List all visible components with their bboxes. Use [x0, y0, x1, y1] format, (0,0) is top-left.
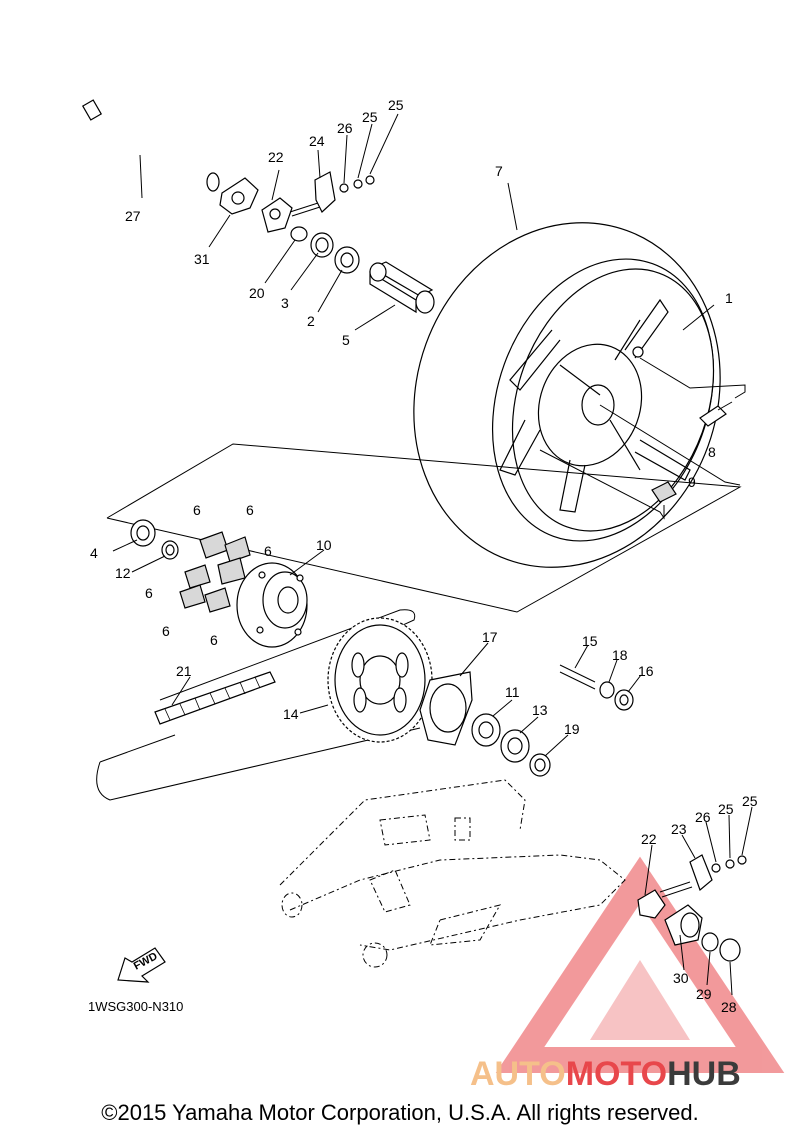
- swingarm: [279, 779, 626, 968]
- callout-25a: 25: [362, 109, 378, 125]
- callout-22a: 22: [268, 149, 284, 165]
- callout-20: 20: [249, 285, 265, 301]
- fwd-arrow-icon: FWD: [117, 947, 166, 983]
- right-adjuster-group: [637, 854, 747, 962]
- callout-11: 11: [505, 684, 520, 700]
- callout-29: 29: [696, 986, 712, 1002]
- sprocket-bolt-set: [559, 664, 634, 711]
- right-bearings: [471, 713, 551, 777]
- callout-6c: 6: [264, 543, 272, 559]
- callout-6d: 6: [145, 585, 153, 601]
- rear-wheel: [413, 222, 721, 568]
- callout-14: 14: [283, 706, 299, 722]
- svg-text:AUTOMOTOHUB: AUTOMOTOHUB: [470, 1055, 741, 1093]
- callout-13: 13: [532, 702, 548, 718]
- callout-17: 17: [482, 629, 498, 645]
- hub-bearing: [130, 519, 179, 560]
- watermark-part-hub: HUB: [667, 1055, 741, 1093]
- left-adjuster-group: [219, 171, 375, 274]
- callout-8: 8: [708, 444, 716, 460]
- drive-chain: [96, 609, 421, 801]
- callout-6a: 6: [193, 502, 201, 518]
- callout-4: 4: [90, 545, 98, 561]
- sprocket-guard-plate: [419, 671, 473, 746]
- callout-2: 2: [307, 313, 315, 329]
- callout-31: 31: [194, 251, 210, 267]
- callout-9: 9: [688, 474, 696, 490]
- callout-labels: 1 2 3 4 5 6 6 6 6 6 6 7 8 9 10 11 12 13 …: [90, 97, 758, 1015]
- watermark-text: AUTOMOTOHUB: [470, 1055, 741, 1093]
- watermark-part-auto: AUTO: [470, 1055, 566, 1093]
- callout-1: 1: [725, 290, 733, 306]
- axle: [81, 99, 220, 192]
- callout-6e: 6: [162, 623, 170, 639]
- clutch-hub: [236, 562, 308, 648]
- callout-16: 16: [638, 663, 654, 679]
- callout-19: 19: [564, 721, 580, 737]
- callout-6f: 6: [210, 632, 218, 648]
- callout-25c: 25: [718, 801, 734, 817]
- callout-3: 3: [281, 295, 289, 311]
- callout-28: 28: [721, 999, 737, 1015]
- callout-30: 30: [673, 970, 689, 986]
- callout-12: 12: [115, 565, 131, 581]
- valve-and-weight: [651, 401, 733, 503]
- callout-27: 27: [125, 208, 141, 224]
- callout-18: 18: [612, 647, 628, 663]
- callout-25d: 25: [742, 793, 758, 809]
- callout-25b: 25: [388, 97, 404, 113]
- collar-spacer: [369, 261, 435, 314]
- callout-21: 21: [176, 663, 192, 679]
- callout-6b: 6: [246, 502, 254, 518]
- callout-22b: 22: [641, 831, 657, 847]
- callout-26a: 26: [337, 120, 353, 136]
- copyright-notice: ©2015 Yamaha Motor Corporation, U.S.A. A…: [101, 1100, 699, 1125]
- callout-7: 7: [495, 163, 503, 179]
- callout-26b: 26: [695, 809, 711, 825]
- watermark-logo: [495, 856, 785, 1073]
- assembly-lines: [106, 357, 746, 613]
- callout-23: 23: [671, 821, 687, 837]
- callout-10: 10: [316, 537, 332, 553]
- leader-lines: [112, 113, 753, 996]
- callout-15: 15: [582, 633, 598, 649]
- callout-24: 24: [309, 133, 325, 149]
- rear-sprocket: [327, 617, 433, 743]
- watermark-part-moto: MOTO: [566, 1055, 667, 1093]
- callout-5: 5: [342, 332, 350, 348]
- diagram-code: 1WSG300-N310: [88, 999, 183, 1014]
